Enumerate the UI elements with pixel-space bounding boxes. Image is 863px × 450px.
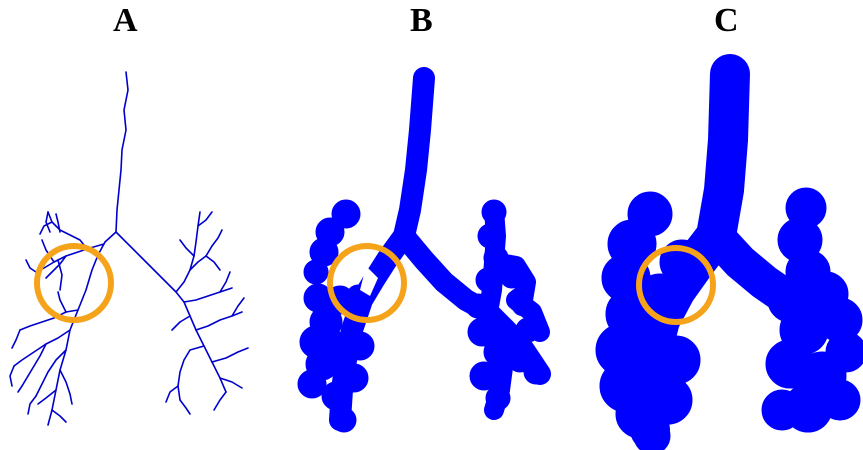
panel-a-airway-skeleton <box>10 72 248 425</box>
panel-b-airway-dilated <box>298 78 548 432</box>
panel-c-airway-dilated <box>596 74 863 450</box>
panel-a-trachea <box>116 72 128 232</box>
panel-a-highlight-circle <box>37 246 111 320</box>
panel-a-right-main <box>116 232 226 392</box>
